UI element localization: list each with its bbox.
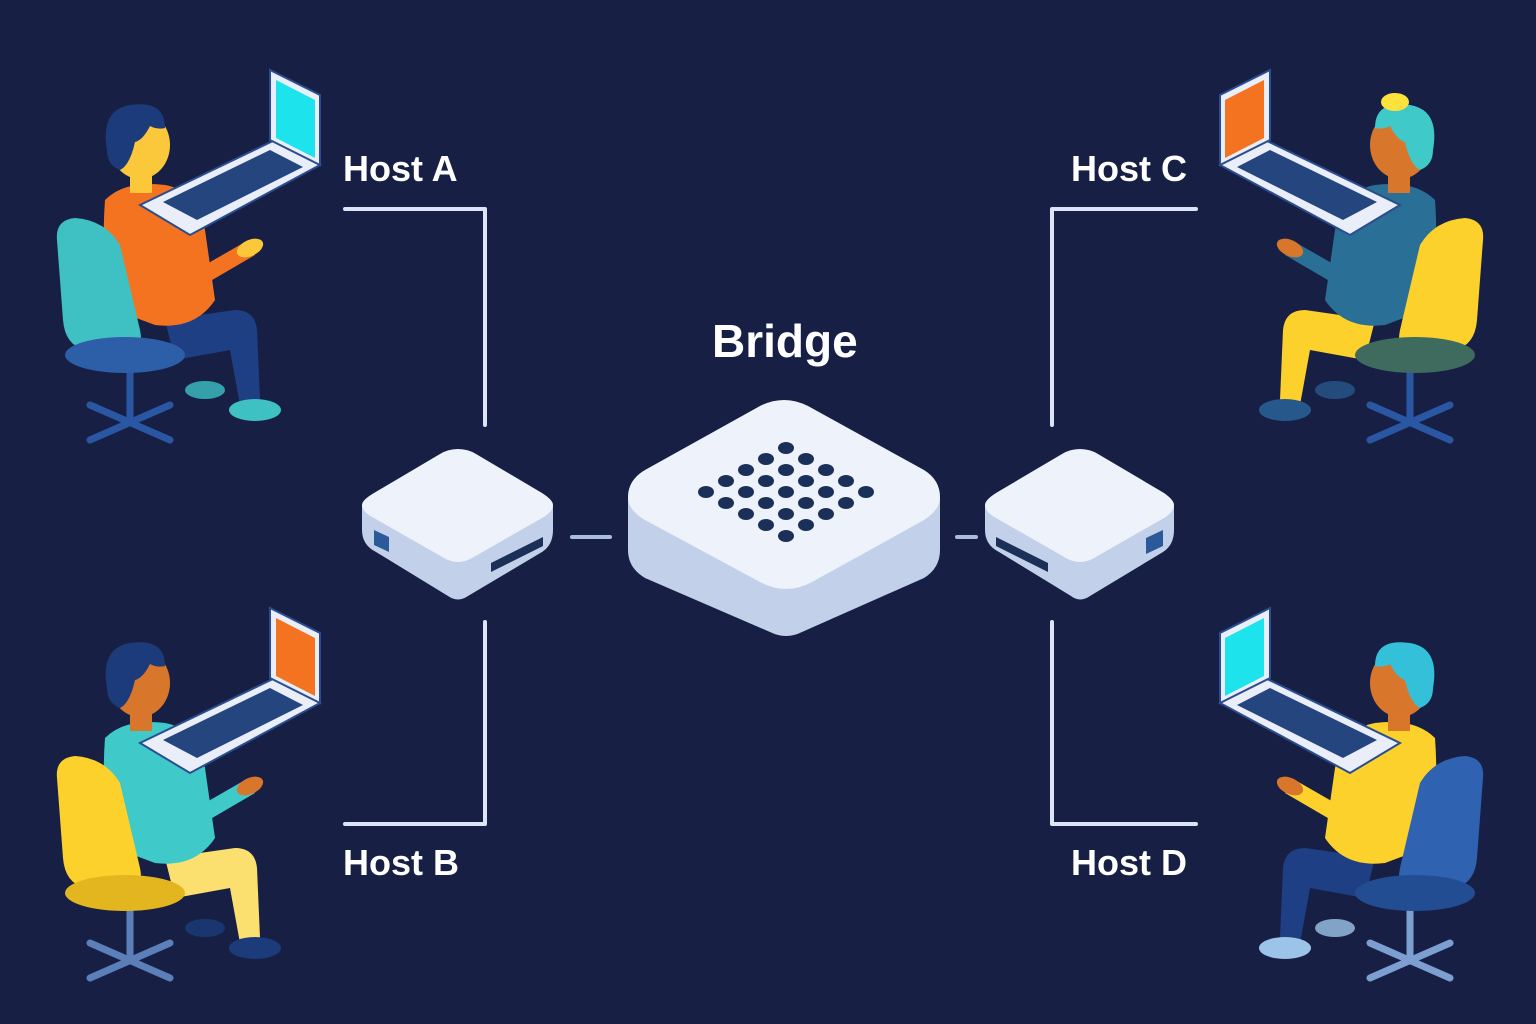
led-dot [798, 475, 814, 487]
wire-host-c [1050, 207, 1198, 427]
laptop-icon [1217, 606, 1403, 775]
bridge-icon [628, 400, 940, 636]
shoe [1315, 919, 1355, 937]
laptop-icon [137, 68, 323, 237]
hand [1276, 776, 1304, 796]
hair [1375, 104, 1435, 170]
laptop-screen [1225, 618, 1264, 696]
bridge-label: Bridge [712, 315, 858, 367]
hand [1276, 238, 1304, 258]
led-dot [738, 486, 754, 498]
host-a-icon [56, 68, 323, 444]
led-dot [758, 475, 774, 487]
laptop-screen [276, 80, 315, 158]
host-b-label: Host B [343, 842, 459, 883]
hair [1375, 642, 1435, 708]
connection-lines [343, 207, 1198, 826]
shoe [229, 937, 281, 959]
arm [175, 220, 255, 290]
led-dot [778, 464, 794, 476]
port-slot-icon [996, 537, 1048, 572]
shoe [1259, 937, 1311, 959]
hand [236, 776, 264, 796]
host-b-icon [56, 606, 323, 982]
host-d-icon [1217, 606, 1484, 982]
chair-back-icon [1399, 218, 1484, 355]
host-d-label: Host D [1071, 842, 1187, 883]
led-dot [718, 475, 734, 487]
laptop-screen [276, 618, 315, 696]
led-dot [818, 508, 834, 520]
port-icon [1146, 530, 1163, 554]
right-switch-icon [985, 449, 1174, 600]
chair-base-icon [1366, 366, 1454, 444]
hand [236, 238, 264, 258]
legs [165, 310, 260, 405]
chair-back-icon [56, 218, 141, 355]
shoe [185, 919, 225, 937]
wire-host-d [1050, 620, 1198, 826]
arm [175, 758, 255, 828]
host-c-label: Host C [1071, 148, 1187, 189]
led-dot [778, 508, 794, 520]
arm [1285, 758, 1365, 828]
shoe [1315, 381, 1355, 399]
legs [165, 848, 260, 943]
port-slot-icon [491, 537, 543, 572]
chair-base-icon [86, 904, 174, 982]
led-dot [798, 453, 814, 465]
led-dot [758, 519, 774, 531]
led-dot [818, 464, 834, 476]
led-dot [838, 497, 854, 509]
led-dot [698, 486, 714, 498]
hair [105, 642, 165, 708]
chair-seat [65, 875, 185, 911]
led-dot [738, 464, 754, 476]
hair [105, 104, 165, 170]
hair-bun [1381, 93, 1409, 111]
led-dot [778, 442, 794, 454]
shoe [229, 399, 281, 421]
led-dot [798, 519, 814, 531]
chair-seat [1355, 875, 1475, 911]
left-switch-icon [362, 449, 553, 600]
legs [1280, 848, 1375, 943]
led-dot [798, 497, 814, 509]
led-dot [758, 497, 774, 509]
led-dot [858, 486, 874, 498]
led-dot [778, 530, 794, 542]
chair-back-icon [56, 756, 141, 893]
led-dot [838, 475, 854, 487]
laptop-icon [137, 606, 323, 775]
led-dot [718, 497, 734, 509]
chair-back-icon [1399, 756, 1484, 893]
shoe [185, 381, 225, 399]
led-dot [778, 486, 794, 498]
chair-seat [1355, 337, 1475, 373]
shoe [1259, 399, 1311, 421]
bridge-led-grid [698, 442, 874, 542]
wire-host-a [343, 207, 487, 427]
led-dot [738, 508, 754, 520]
port-icon [374, 530, 389, 552]
host-a-label: Host A [343, 148, 458, 189]
arm [1285, 220, 1365, 290]
wire-host-b [343, 620, 487, 826]
chair-seat [65, 337, 185, 373]
led-dot [818, 486, 834, 498]
host-c-icon [1217, 68, 1484, 444]
legs [1280, 310, 1375, 405]
led-dot [758, 453, 774, 465]
chair-base-icon [1366, 904, 1454, 982]
laptop-icon [1217, 68, 1403, 237]
chair-base-icon [86, 366, 174, 444]
laptop-screen [1225, 80, 1264, 158]
